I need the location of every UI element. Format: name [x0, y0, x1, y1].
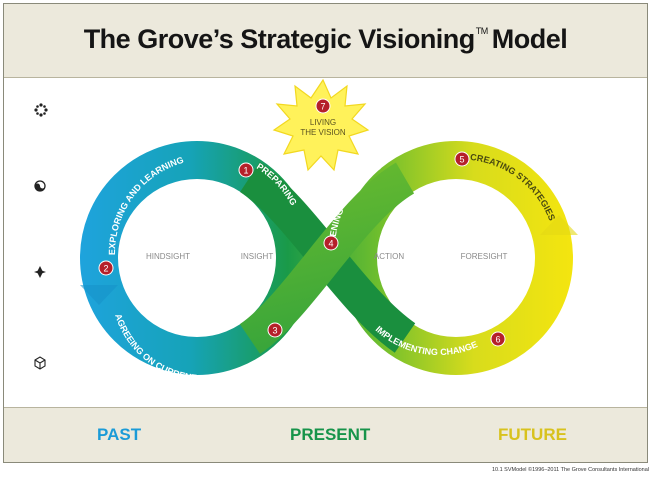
stage-badge-1: 1 — [238, 162, 254, 178]
svg-text:1: 1 — [243, 166, 248, 176]
title-suffix: Model — [491, 24, 568, 54]
svg-text:6: 6 — [495, 335, 500, 345]
starburst — [272, 78, 370, 172]
stage-badge-7: 7 — [315, 98, 331, 114]
stage-badge-3: 3 — [267, 322, 283, 338]
svg-text:2: 2 — [103, 264, 108, 274]
svg-text:4: 4 — [328, 239, 333, 249]
stage-7-label-line2: THE VISION — [300, 128, 346, 137]
past-label: PAST — [97, 425, 142, 444]
arrow-chevron — [80, 285, 118, 305]
stage-badge-2: 2 — [98, 260, 114, 276]
sparkle-icon — [34, 103, 48, 117]
svg-text:5: 5 — [459, 155, 464, 165]
action-label: ACTION — [374, 252, 404, 261]
timeline-footer: PAST PRESENT FUTURE — [4, 407, 647, 462]
insight-label: INSIGHT — [241, 252, 274, 261]
cube-icon — [34, 356, 46, 370]
stage-7-label-line1: LIVING — [310, 118, 336, 127]
future-label: FUTURE — [498, 425, 567, 444]
stage-badge-5: 5 — [454, 151, 470, 167]
hindsight-label: HINDSIGHT — [146, 252, 190, 261]
compass-icon — [34, 266, 46, 278]
svg-text:3: 3 — [272, 326, 277, 336]
left-loop — [80, 141, 314, 375]
arrow-chevron — [540, 215, 578, 235]
trademark-mark: TM — [475, 26, 489, 36]
foresight-label: FORESIGHT — [461, 252, 508, 261]
stage-badge-4: 4 — [323, 235, 339, 251]
stage-badge-6: 6 — [490, 331, 506, 347]
present-label: PRESENT — [290, 425, 371, 444]
copyright-credit: 10.1 SVModel ©1996–2011 The Grove Consul… — [491, 467, 649, 473]
yin-yang-icon — [34, 180, 46, 192]
crossing-band-front — [239, 162, 415, 354]
svg-text:7: 7 — [320, 102, 325, 112]
starburst-shape — [272, 78, 370, 172]
title-main: The Grove’s Strategic Visioning — [83, 24, 476, 54]
